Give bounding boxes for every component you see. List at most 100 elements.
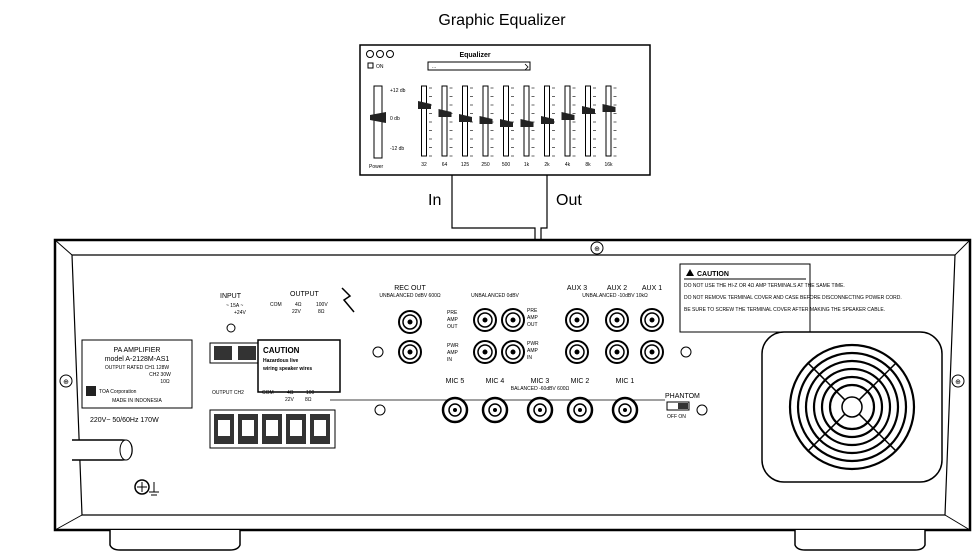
svg-text:OUTPUT: OUTPUT (290, 291, 320, 298)
eq-band-slider[interactable] (541, 85, 555, 157)
svg-text:Hazardous live: Hazardous live (263, 358, 299, 364)
window-zoom-icon[interactable] (386, 50, 394, 58)
scale-mid: 0 db (390, 116, 400, 122)
side-screw-left (59, 374, 73, 388)
scale-bottom: -12 db (390, 146, 404, 152)
svg-text:100: 100 (306, 390, 315, 396)
eq-band-slider[interactable] (582, 85, 596, 157)
aux-jack[interactable] (640, 340, 664, 364)
eq-band-slider[interactable] (459, 85, 473, 157)
foot-right (794, 530, 926, 551)
aux-1-label: AUX 1 (642, 285, 662, 292)
svg-text:AMP: AMP (527, 348, 539, 354)
aux-jack[interactable] (565, 308, 589, 332)
svg-text:model A-2128M-AS1: model A-2128M-AS1 (105, 356, 170, 363)
aux-jack[interactable] (565, 340, 589, 364)
svg-text:+24V: +24V (234, 310, 246, 316)
mic-jack[interactable] (441, 396, 469, 424)
aux-sub: UNBALANCED -10dBV 10kΩ (582, 293, 648, 299)
equalizer-window-title: Equalizer (459, 52, 490, 59)
svg-text:DO NOT REMOVE TERMINAL COVER A: DO NOT REMOVE TERMINAL COVER AND CASE BE… (684, 295, 902, 301)
mic-jack[interactable] (481, 396, 509, 424)
eq-band-slider[interactable] (479, 85, 494, 157)
eq-band-label: 64 (442, 162, 448, 168)
aux-jack[interactable] (605, 340, 629, 364)
svg-text:AMP: AMP (447, 317, 459, 323)
aux-jack[interactable] (640, 308, 664, 332)
caution-cover: CAUTION Hazardous live wiring speaker wi… (257, 339, 341, 393)
cooling-fan (761, 331, 943, 483)
preset-value: ... (432, 64, 436, 70)
eq-band-label: 500 (502, 162, 511, 168)
window-close-icon[interactable] (366, 50, 374, 58)
rca-jacks (398, 308, 664, 424)
eq-band-label: 2k (544, 162, 550, 168)
terminal-labels: INPUT ~ 15A ~ +24V OUTPUT COM 4Ω 100V 22… (220, 287, 355, 333)
nameplate: PA AMPLIFIER model A-2128M-AS1 OUTPUT RA… (81, 339, 193, 409)
pre-amp-out-jack[interactable] (501, 308, 525, 332)
pwr-amp-in-jack[interactable] (501, 340, 525, 364)
mic-jack[interactable] (526, 396, 554, 424)
mic-input-label: MIC 4 (486, 378, 505, 385)
power-slider[interactable] (370, 85, 386, 159)
scale-top: +12 db (390, 88, 406, 94)
pre-amp-out-jack[interactable] (473, 308, 497, 332)
eq-band-slider[interactable] (418, 85, 432, 157)
foot-left (109, 530, 241, 551)
ch2-labels: OUTPUT CH2 COM 4Ω 100 22V 8Ω (212, 390, 315, 403)
pwr-amp-in-label: PWR AMP IN PWR AMP IN (447, 341, 539, 363)
out-label: Out (556, 192, 582, 209)
svg-text:OUTPUT RATED CH1 128W: OUTPUT RATED CH1 128W (105, 365, 170, 371)
svg-text:22V: 22V (292, 309, 302, 315)
phantom-switch[interactable] (666, 401, 690, 411)
output-terminal-block (209, 409, 336, 449)
ground-terminal[interactable] (134, 479, 159, 496)
power-rating: 220V~ 50/60Hz 170W (90, 417, 159, 424)
eq-band-slider[interactable] (602, 85, 617, 157)
eq-band-label: 16k (604, 162, 613, 168)
eq-band-label: 1k (524, 162, 530, 168)
eq-band-slider[interactable] (500, 85, 514, 157)
svg-text:100V: 100V (316, 302, 328, 308)
eq-band-slider[interactable] (438, 85, 453, 157)
rec-out-label: REC OUT (394, 285, 426, 292)
pre-amp-out-label: PRE AMP OUT PRE AMP OUT (447, 308, 539, 330)
rec-out-jack[interactable] (398, 340, 422, 364)
diagram-title: Graphic Equalizer (438, 12, 566, 29)
svg-text:DO NOT USE THE HI-Z OR 4Ω AMP: DO NOT USE THE HI-Z OR 4Ω AMP TERMINALS … (684, 283, 845, 289)
on-checkbox[interactable] (367, 62, 374, 69)
mic-input-label: MIC 1 (616, 378, 635, 385)
mic-input-label: MIC 2 (571, 378, 590, 385)
svg-text:8Ω: 8Ω (305, 397, 312, 403)
preset-dropdown[interactable] (427, 61, 531, 71)
power-cord (72, 439, 133, 461)
aux-3-label: AUX 3 (567, 285, 587, 292)
svg-text:BE SURE TO SCREW THE TERMINAL: BE SURE TO SCREW THE TERMINAL COVER AFTE… (684, 307, 885, 313)
svg-text:OUT: OUT (447, 324, 458, 330)
pwr-amp-in-jack[interactable] (473, 340, 497, 364)
top-screw (590, 241, 604, 255)
svg-text:⊕: ⊕ (955, 379, 961, 386)
mic-sub: BALANCED -60dBV 600Ω (511, 386, 570, 392)
on-label: ON (376, 64, 384, 70)
eq-band-slider[interactable] (520, 85, 535, 157)
rec-out-jack[interactable] (398, 310, 422, 334)
lightning-icon (341, 287, 355, 313)
svg-text:PRE: PRE (447, 310, 458, 316)
eq-band-label: 4k (565, 162, 571, 168)
eq-band-slider[interactable] (561, 85, 576, 157)
aux-jack[interactable] (605, 308, 629, 332)
svg-text:COM: COM (262, 390, 274, 396)
panel-screws (372, 346, 708, 416)
svg-text:22V: 22V (285, 397, 295, 403)
svg-text:IN: IN (447, 357, 452, 363)
mic-jack[interactable] (611, 396, 639, 424)
svg-text:PRE: PRE (527, 308, 538, 314)
rec-out-sub: UNBALANCED 0dBV 600Ω (379, 293, 441, 299)
mic-input-label: MIC 3 (531, 378, 550, 385)
svg-text:4Ω: 4Ω (287, 390, 294, 396)
mic-jack[interactable] (566, 396, 594, 424)
window-minimize-icon[interactable] (376, 50, 384, 58)
